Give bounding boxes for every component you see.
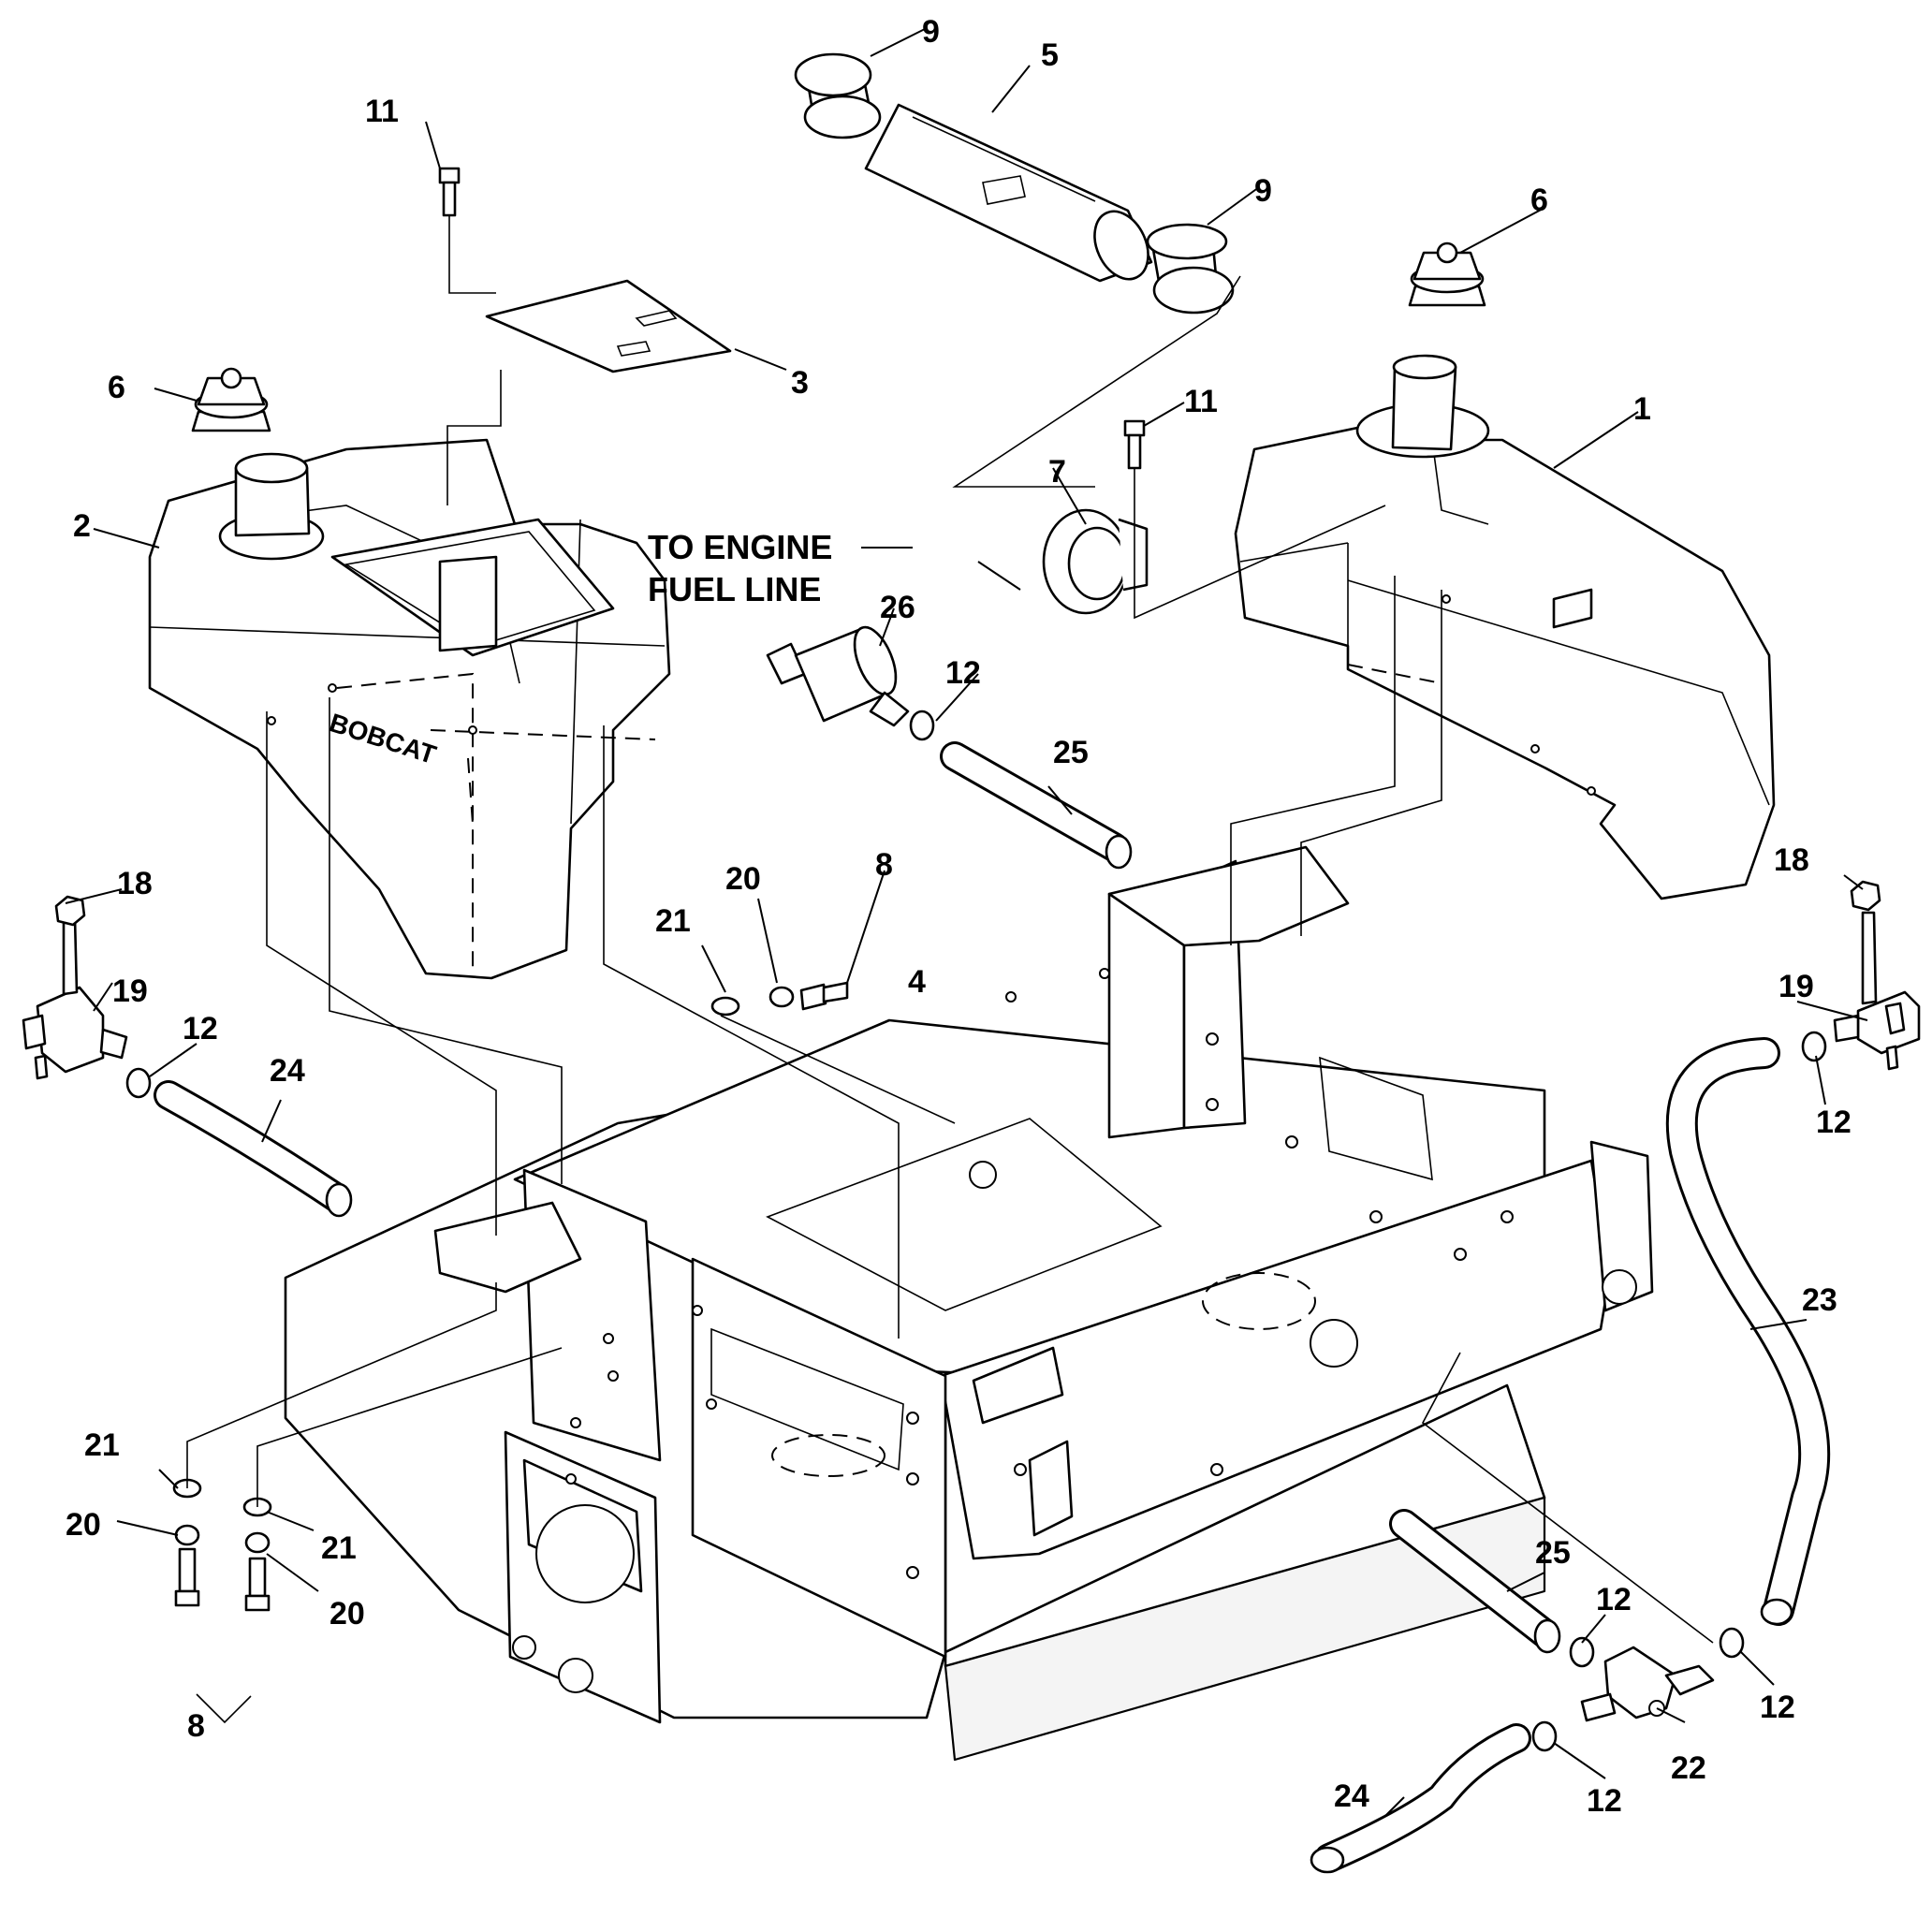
shutoff-valve-right: [1833, 911, 1921, 1071]
callout-25-lower: 25: [1535, 1535, 1571, 1571]
callout-12-right: 12: [1816, 1105, 1852, 1140]
callout-12-tee-lower: 12: [1587, 1783, 1622, 1819]
hose-24-left: [154, 1080, 353, 1218]
callout-5: 5: [1041, 37, 1059, 73]
callout-21-left: 21: [84, 1427, 120, 1463]
callout-12-tee-upper: 12: [1596, 1582, 1632, 1617]
shutoff-valve-left: [22, 915, 128, 1080]
callout-12-filter: 12: [945, 655, 981, 691]
callout-19-right: 19: [1778, 969, 1814, 1004]
callout-24-left: 24: [270, 1053, 305, 1089]
callout-7: 7: [1048, 454, 1066, 490]
fasteners: [54, 167, 1881, 1612]
fuel-cap-right: [1408, 241, 1486, 307]
hose-23: [1665, 1037, 1831, 1626]
callout-9-top: 9: [922, 14, 940, 50]
leader-lines: [65, 27, 1868, 1817]
callout-labels: 1 2 3 4 5 6 6 7 8 8 9 9 11 11 12 12 12 1…: [66, 14, 1852, 1819]
engine-fuel-line-note-line2: FUEL LINE: [648, 570, 821, 608]
callout-4: 4: [908, 964, 926, 1000]
hose-25-upper: [940, 741, 1133, 870]
bushing-top: [794, 52, 882, 139]
left-fuel-tank: BOBCAT: [148, 438, 671, 980]
callout-8-bottom: 8: [187, 1708, 205, 1744]
callout-11-left: 11: [365, 94, 399, 129]
callout-9-bottom: 9: [1254, 173, 1272, 209]
callout-20-top: 20: [725, 861, 761, 897]
assembly-lines: [186, 215, 1714, 1724]
callout-26: 26: [880, 590, 915, 625]
mount-clamp: [1042, 508, 1149, 615]
callout-22: 22: [1671, 1750, 1706, 1786]
callout-18-left: 18: [117, 866, 153, 901]
callout-19-left: 19: [112, 973, 148, 1009]
callout-2: 2: [73, 508, 91, 544]
right-fuel-tank: [1234, 354, 1776, 900]
callout-12-tee-right: 12: [1760, 1690, 1795, 1725]
callout-20-left: 20: [66, 1507, 101, 1543]
hose-25-lower: [1389, 1509, 1561, 1654]
callout-23: 23: [1802, 1282, 1837, 1318]
callout-21-top: 21: [655, 903, 691, 939]
callout-18-right: 18: [1774, 842, 1809, 878]
callout-20-right: 20: [329, 1596, 365, 1632]
callout-24-right: 24: [1334, 1778, 1369, 1814]
callout-1: 1: [1633, 391, 1651, 427]
fuel-cap-left: [191, 367, 271, 432]
hose-clamps: [125, 710, 1827, 1752]
callout-8-top: 8: [875, 847, 893, 883]
bushing-bottom: [1146, 223, 1235, 315]
hose-24-right: [1310, 1723, 1531, 1874]
callout-21-right: 21: [321, 1530, 357, 1566]
callout-3: 3: [791, 365, 809, 401]
cover-plate: [485, 279, 732, 373]
callout-11-right: 11: [1184, 384, 1218, 419]
tube: [864, 103, 1153, 283]
callout-25-upper: 25: [1053, 735, 1089, 770]
callout-6-left: 6: [108, 370, 125, 405]
callout-6-right: 6: [1530, 183, 1548, 218]
frame-holes: [565, 968, 1514, 1579]
main-frame: [284, 845, 1654, 1762]
fuel-filter: [766, 625, 910, 727]
tee-valve: [1580, 1646, 1715, 1722]
engine-fuel-line-note-line1: TO ENGINE: [648, 528, 832, 566]
callout-12-left: 12: [183, 1011, 218, 1046]
